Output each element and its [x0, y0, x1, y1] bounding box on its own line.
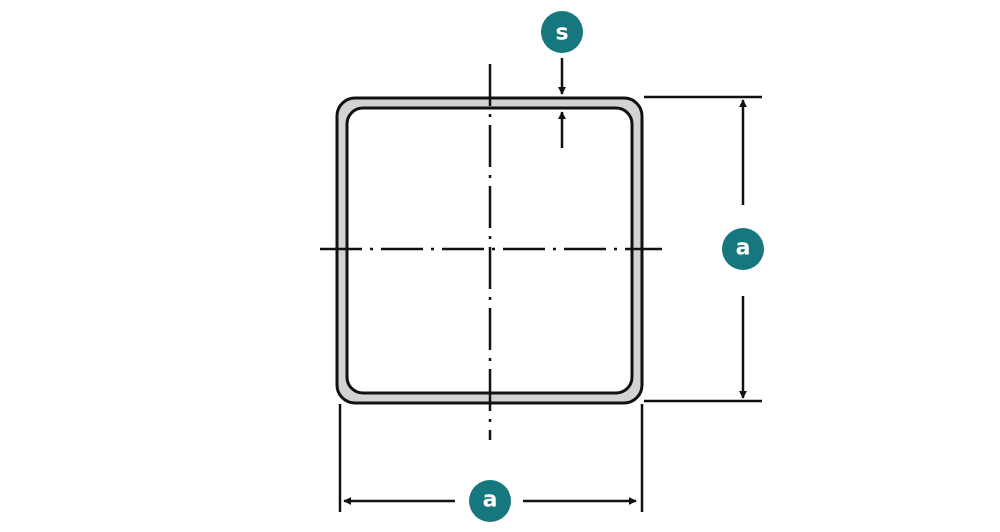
label-badge-s: s: [541, 11, 583, 53]
label-s-text: s: [555, 21, 568, 46]
label-badge-height: a: [722, 228, 764, 270]
label-width-text: a: [483, 488, 498, 513]
label-height-text: a: [736, 236, 751, 261]
label-badge-width: a: [469, 480, 511, 522]
